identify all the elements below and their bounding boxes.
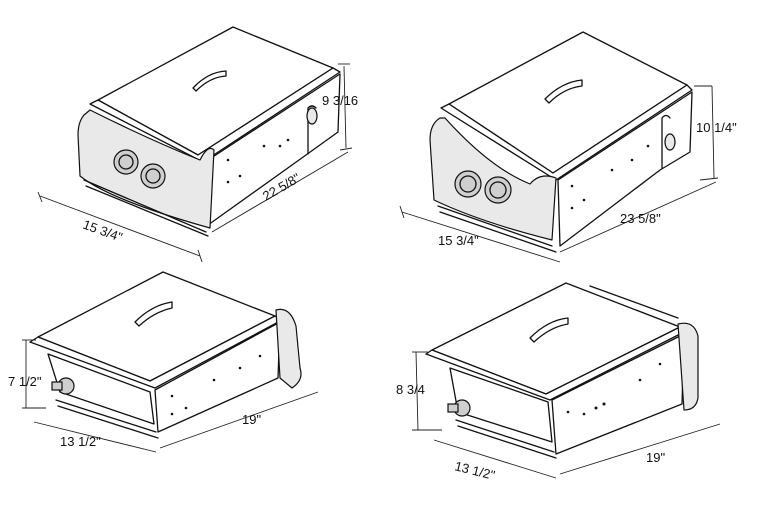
valve-stem bbox=[447, 403, 459, 413]
body-side bbox=[154, 321, 281, 433]
body-side bbox=[557, 91, 693, 247]
lid-handle bbox=[134, 301, 173, 327]
mount-bracket bbox=[275, 308, 302, 389]
depth-label: 23 5/8" bbox=[620, 211, 661, 226]
lid-lip bbox=[29, 315, 283, 389]
depth-label: 19" bbox=[646, 450, 665, 465]
height-label: 9 3/16 bbox=[322, 93, 358, 108]
igniter-fitting bbox=[306, 107, 318, 125]
body-front bbox=[47, 353, 155, 425]
width-label: 13 1/2" bbox=[60, 434, 101, 449]
valve-stem bbox=[51, 381, 63, 391]
knob-right bbox=[140, 163, 166, 189]
side-rivets bbox=[570, 144, 650, 210]
width-label: 15 3/4" bbox=[81, 217, 125, 245]
side-rivets bbox=[566, 362, 662, 416]
width-label: 13 1/2" bbox=[453, 458, 497, 483]
side-rivets bbox=[170, 354, 262, 416]
height-label: 7 1/2" bbox=[8, 374, 42, 389]
mount-bracket bbox=[677, 322, 699, 411]
unit-top-left: 9 3/16 22 5/8" 15 3/4" bbox=[37, 26, 358, 263]
unit-bottom-right: 8 3/4 19" 13 1/2" bbox=[396, 282, 721, 483]
height-label: 10 1/4" bbox=[696, 120, 737, 135]
height-label: 8 3/4 bbox=[396, 382, 425, 397]
lid-handle bbox=[192, 70, 227, 92]
width-label: 15 3/4" bbox=[438, 233, 479, 248]
depth-label: 19" bbox=[242, 412, 261, 427]
lid-handle bbox=[544, 79, 583, 104]
lid-handle bbox=[529, 317, 569, 343]
body-side bbox=[551, 333, 685, 455]
knob-left bbox=[113, 149, 139, 175]
knob-left bbox=[454, 170, 482, 198]
side-rivets bbox=[226, 138, 290, 184]
knob-right bbox=[484, 176, 512, 204]
unit-top-right: 10 1/4" 23 5/8" 15 3/4" bbox=[399, 31, 737, 263]
igniter-fitting bbox=[664, 133, 676, 151]
unit-bottom-left: 7 1/2" 19" 13 1/2" bbox=[8, 271, 319, 453]
body-front bbox=[449, 367, 553, 443]
